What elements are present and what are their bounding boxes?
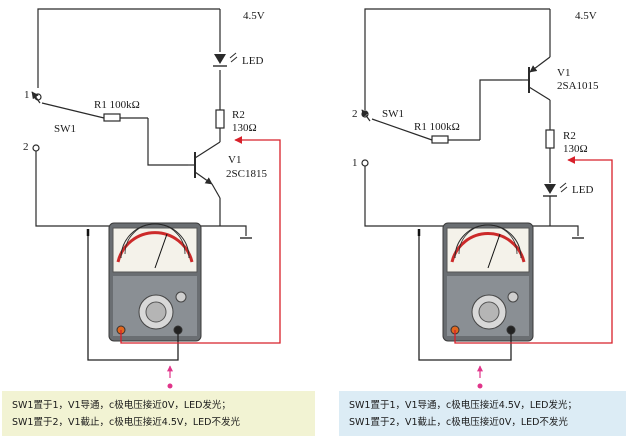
right-supply-label: 4.5V (575, 10, 597, 22)
right-transistor-name: V1 (557, 67, 570, 79)
left-pos2-label: 2 (23, 141, 29, 153)
npn-transistor-icon (188, 141, 221, 199)
right-pos2-label: 2 (352, 108, 358, 120)
right-probe-icon (417, 156, 613, 361)
right-led-icon (543, 182, 568, 197)
left-r1-label: R1 100kΩ (94, 99, 140, 111)
left-caption-line-1: SW1置于1，V1导通，c极电压接近0V，LED发光； (12, 400, 231, 411)
right-pointer-dot (477, 383, 483, 389)
right-r2-resistor-icon (545, 129, 555, 149)
left-r2-name: R2 (232, 109, 245, 121)
right-switch-pos1-terminal (361, 159, 369, 167)
right-wires (364, 8, 579, 236)
right-transistor-model: 2SA1015 (557, 80, 599, 92)
right-r1-label: R1 100kΩ (414, 121, 460, 133)
right-pos1-label: 1 (352, 157, 358, 169)
right-r2-value: 130Ω (563, 143, 588, 155)
pnp-transistor-icon (522, 56, 551, 101)
right-switch-label: SW1 (382, 108, 404, 120)
right-caption-line-1: SW1置于1，V1导通，c极电压接近4.5V，LED发光； (349, 400, 577, 411)
switch-icon (31, 91, 41, 104)
right-led-label: LED (572, 184, 593, 196)
left-caption: SW1置于1，V1导通，c极电压接近0V，LED发光； SW1置于2，V1截止，… (2, 391, 315, 436)
multimeter-icon (108, 222, 202, 342)
right-multimeter-icon (442, 222, 534, 342)
right-switch-icon (361, 109, 371, 122)
left-r2-value: 130Ω (232, 122, 257, 134)
left-led-label: LED (242, 55, 263, 67)
left-caption-line-2: SW1置于2，V1截止，c极电压接近4.5V，LED不发光 (12, 417, 240, 428)
resistor-icon (103, 113, 121, 122)
left-circuit: 4.5V LED R2 130Ω R1 100kΩ SW1 1 2 V1 2SC… (23, 8, 281, 389)
left-pointer-dot (167, 383, 173, 389)
left-transistor-name: V1 (228, 154, 241, 166)
left-supply-label: 4.5V (243, 10, 265, 22)
r2-resistor-icon (215, 109, 225, 129)
left-transistor-model: 2SC1815 (226, 168, 267, 180)
right-r2-name: R2 (563, 130, 576, 142)
right-circuit: 4.5V LED R2 130Ω R1 100kΩ SW1 2 1 V1 2SA… (352, 8, 613, 389)
right-r1-resistor-icon (431, 135, 449, 144)
left-pos1-label: 1 (24, 89, 30, 101)
right-caption: SW1置于1，V1导通，c极电压接近4.5V，LED发光； SW1置于2，V1截… (339, 391, 626, 436)
led-icon (213, 52, 238, 67)
left-switch-label: SW1 (54, 123, 76, 135)
right-caption-line-2: SW1置于2，V1截止，c极电压接近0V，LED不发光 (349, 417, 568, 428)
left-switch-pos2-terminal (32, 144, 40, 152)
probe-icon (86, 136, 281, 361)
